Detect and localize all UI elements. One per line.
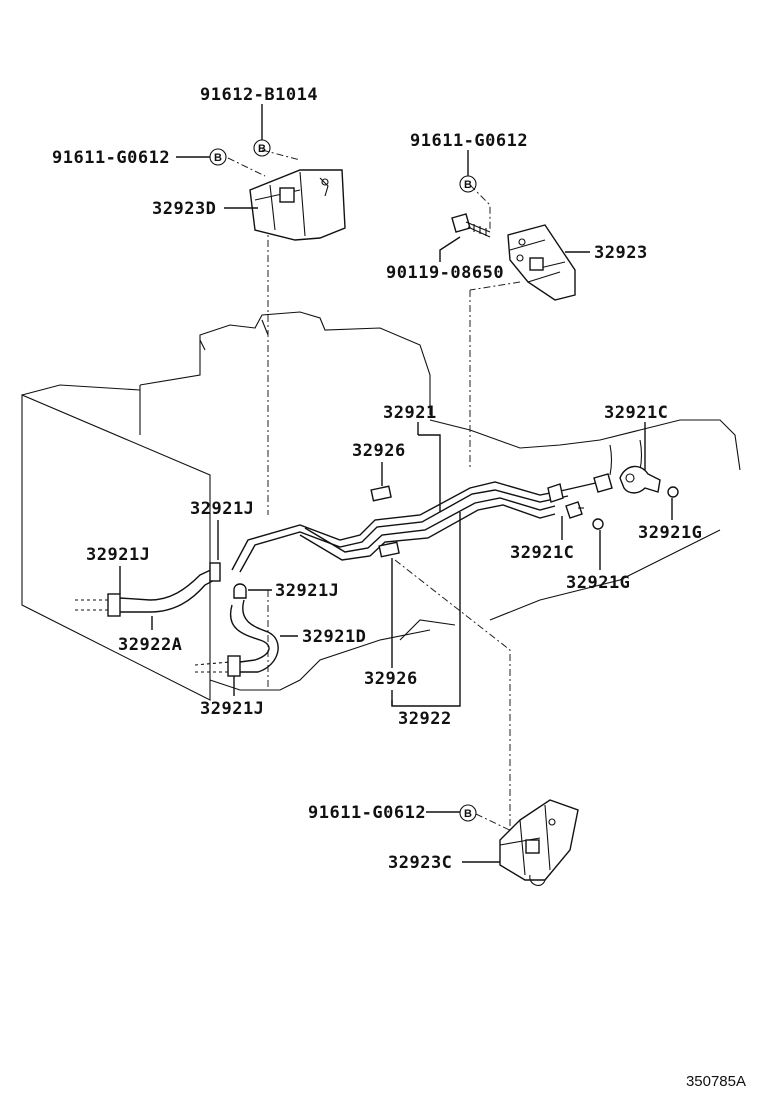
label-32921J-d: 32921J — [200, 699, 264, 719]
label-32921C-a: 32921C — [604, 403, 668, 423]
leader-lines — [119, 104, 673, 863]
fitting-32921C-small — [565, 501, 584, 519]
svg-text:B: B — [464, 179, 472, 191]
label-32923D: 32923D — [152, 199, 216, 219]
bracket-32923C — [499, 799, 579, 886]
label-32922: 32922 — [398, 709, 452, 729]
bracket-32923D — [249, 169, 346, 241]
label-32926-a: 32926 — [352, 441, 406, 461]
fuel-pipes — [231, 473, 613, 573]
label-32922A: 32922A — [118, 635, 182, 655]
label-91611-G0612-c: 91611-G0612 — [308, 803, 426, 823]
alignment-lines — [227, 149, 521, 836]
label-91611-G0612-b: 91611-G0612 — [410, 131, 528, 151]
o-ring-32921G-b — [592, 518, 604, 530]
label-32921C-b: 32921C — [510, 543, 574, 563]
svg-text:B: B — [464, 808, 472, 820]
bolt-marker-b-4: B — [459, 804, 477, 822]
label-32926-b: 32926 — [364, 669, 418, 689]
o-ring-32921G-a — [667, 486, 679, 498]
label-32923: 32923 — [594, 243, 648, 263]
label-32921J-a: 32921J — [190, 499, 254, 519]
svg-text:B: B — [258, 143, 266, 155]
bolt-marker-b-2: B — [209, 148, 227, 166]
bolt-90119-08650 — [451, 213, 491, 238]
label-32921G-b: 32921G — [566, 573, 630, 593]
sleeve-32926-a — [370, 485, 392, 502]
bracket-32923 — [507, 224, 576, 301]
hose-32922A — [75, 562, 221, 617]
label-32921D: 32921D — [302, 627, 366, 647]
fitting-32921C-elbow — [619, 465, 661, 494]
label-32921: 32921 — [383, 403, 437, 423]
bolt-marker-b-3: B — [459, 175, 477, 193]
label-91612-B1014: 91612-B1014 — [200, 85, 318, 105]
part-labels: 91612-B1014 91611-G0612 32923D 91611-G06… — [52, 85, 702, 873]
sleeve-32926-b — [378, 541, 400, 558]
svg-text:B: B — [214, 152, 222, 164]
label-32921J-b: 32921J — [86, 545, 150, 565]
label-32921G-a: 32921G — [638, 523, 702, 543]
label-90119-08650: 90119-08650 — [386, 263, 504, 283]
hose-32921D — [194, 583, 279, 677]
engine-outline — [21, 311, 741, 701]
label-32923C: 32923C — [388, 853, 452, 873]
label-91611-G0612-a: 91611-G0612 — [52, 148, 170, 168]
bolt-marker-b-1: B — [253, 139, 271, 157]
diagram-id: 350785A — [686, 1073, 746, 1090]
label-32921J-c: 32921J — [275, 581, 339, 601]
